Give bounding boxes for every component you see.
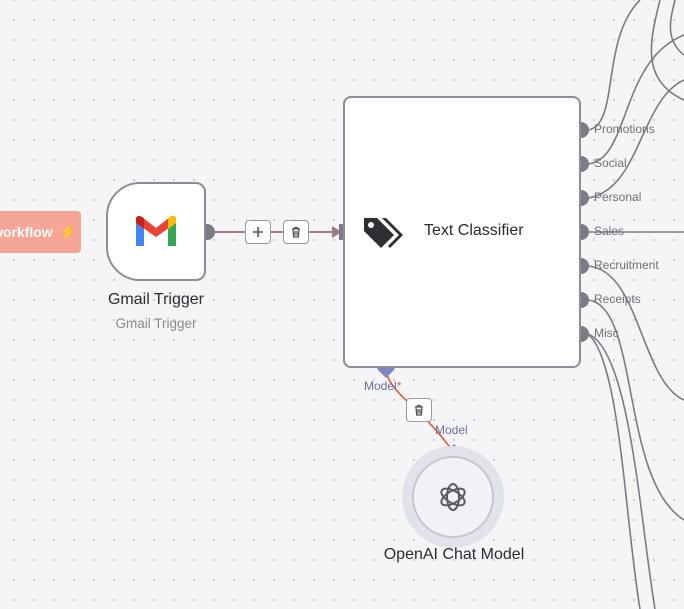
output-label-social: Social xyxy=(594,156,627,170)
openai-chat-model-node[interactable] xyxy=(412,456,494,538)
gmail-trigger-node[interactable] xyxy=(106,182,206,281)
output-label-misc: Misc xyxy=(594,326,619,340)
required-mark: * xyxy=(396,379,402,393)
model-output-label: Model xyxy=(435,423,468,437)
wire-promotions[interactable] xyxy=(587,0,641,131)
wire-personal[interactable] xyxy=(587,79,684,199)
main-connection-arrow xyxy=(332,226,342,238)
gmail-node-title: Gmail Trigger xyxy=(107,291,205,308)
execute-workflow-label: workflow xyxy=(0,224,53,240)
gmail-icon xyxy=(136,215,176,246)
wire-extra-2[interactable] xyxy=(669,0,684,56)
plus-icon xyxy=(253,227,263,237)
delete-connection-button[interactable] xyxy=(283,220,309,244)
wire-misc-2[interactable] xyxy=(587,333,641,609)
model-input-label-text: Model xyxy=(364,379,397,393)
trash-icon xyxy=(415,404,423,416)
openai-icon xyxy=(440,483,466,511)
trash-icon xyxy=(292,226,300,238)
wire-extra-1[interactable] xyxy=(650,0,684,101)
delete-model-connection-button[interactable] xyxy=(406,398,432,422)
outgoing-wires xyxy=(587,0,684,609)
openai-node-title: OpenAI Chat Model xyxy=(383,546,525,563)
tags-icon xyxy=(364,218,403,248)
wire-social[interactable] xyxy=(587,34,684,165)
model-input-label: Model* xyxy=(364,379,401,393)
text-classifier-title: Text Classifier xyxy=(424,222,524,239)
output-label-sales: Sales xyxy=(594,224,625,238)
add-node-button[interactable] xyxy=(245,220,271,244)
gmail-node-subtitle: Gmail Trigger xyxy=(115,316,197,331)
wire-recruitment[interactable] xyxy=(587,265,684,401)
output-label-promotions: Promotions xyxy=(594,122,655,136)
output-label-receipts: Receipts xyxy=(594,292,641,306)
wire-misc[interactable] xyxy=(587,333,656,609)
lightning-bolt-icon: ⚡ xyxy=(58,224,78,241)
execute-workflow-button[interactable]: workflow ⚡ xyxy=(0,211,81,253)
wire-receipts[interactable] xyxy=(587,299,684,521)
output-label-personal: Personal xyxy=(594,190,642,204)
output-label-recruitment: Recruitment xyxy=(594,258,659,272)
